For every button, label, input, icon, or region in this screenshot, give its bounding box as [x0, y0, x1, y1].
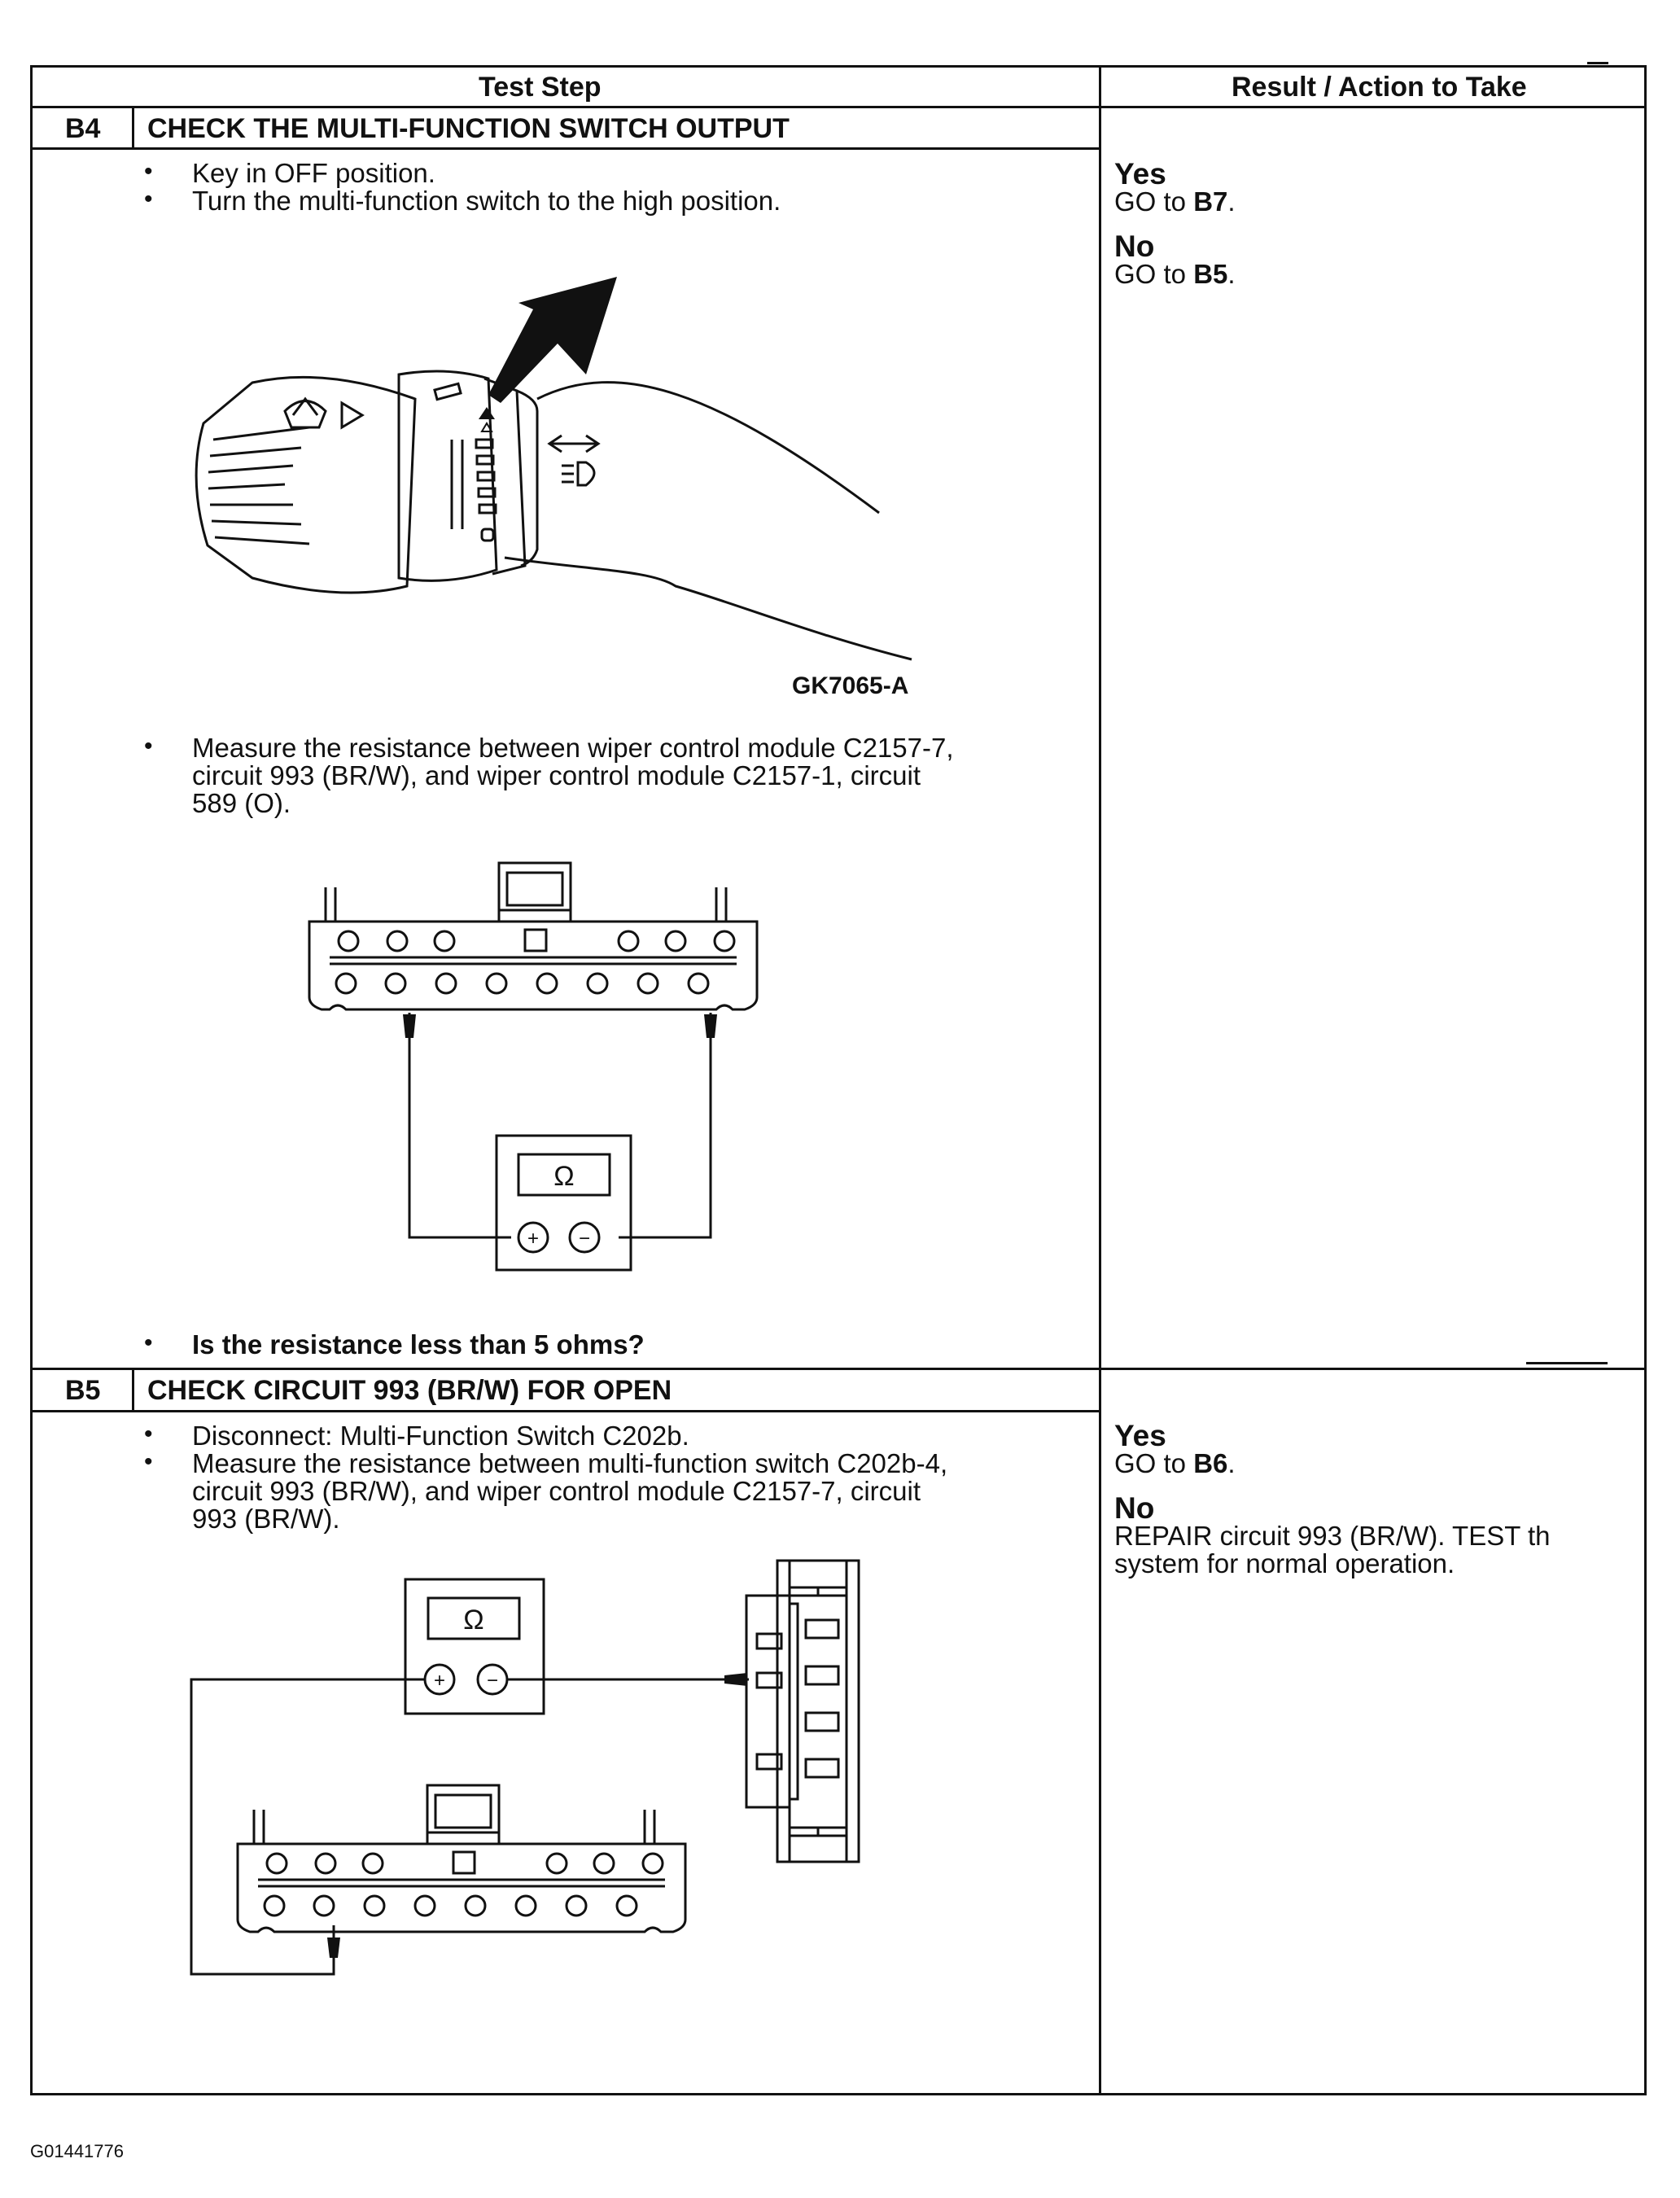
b4-figure-caption: GK7065-A: [792, 672, 909, 699]
b4-id-divider: [132, 106, 134, 149]
bullet-icon: •: [144, 186, 153, 212]
b4-yes-action: GO to B7.: [1114, 186, 1236, 217]
column-divider: [1099, 65, 1101, 2095]
b5-step-id: B5: [65, 1375, 101, 1406]
b5-no-line-2: system for normal operation.: [1114, 1548, 1455, 1578]
b4-bullet-1: Key in OFF position.: [192, 158, 435, 188]
b4-step-title: CHECK THE MULTI-FUNCTION SWITCH OUTPUT: [147, 113, 790, 144]
header-row-divider: [30, 106, 1647, 108]
multifunction-switch-illustration: [195, 277, 912, 661]
b4-question: Is the resistance less than 5 ohms?: [192, 1329, 645, 1360]
header-test-step: Test Step: [479, 72, 602, 103]
b4-step-id: B4: [65, 113, 101, 144]
footer-code: G01441776: [30, 2141, 124, 2161]
b5-no-label: No: [1114, 1491, 1155, 1525]
bullet-icon: •: [144, 733, 153, 760]
b4-measure-line-1: Measure the resistance between wiper con…: [192, 733, 954, 763]
b5-yes-label: Yes: [1114, 1419, 1166, 1452]
b5-bullet-2-line-2: circuit 993 (BR/W), and wiper control mo…: [192, 1476, 921, 1506]
b5-meter-minus: −: [487, 1670, 498, 1692]
b4-yes-label: Yes: [1114, 157, 1166, 190]
b4-bullet-2: Turn the multi-function switch to the hi…: [192, 186, 781, 216]
b4-connector-meter-diagram: Ω + −: [308, 861, 759, 1272]
b4-yes-go: GO to: [1114, 186, 1187, 217]
bullet-icon: •: [144, 1421, 153, 1447]
bullet-icon: •: [144, 158, 153, 185]
b4-measure-line-3: 589 (O).: [192, 788, 291, 818]
b4-yes-target[interactable]: B7: [1193, 186, 1228, 217]
b5-yes-action: GO to B6.: [1114, 1448, 1236, 1478]
bullet-icon: •: [144, 1448, 153, 1475]
b4-measure-line-2: circuit 993 (BR/W), and wiper control mo…: [192, 760, 921, 790]
header-result-action: Result / Action to Take: [1232, 72, 1527, 103]
b4-no-action: GO to B5.: [1114, 259, 1236, 289]
b5-id-divider: [132, 1368, 134, 1412]
b5-meter-plus: +: [434, 1670, 445, 1692]
b5-no-line-1: REPAIR circuit 993 (BR/W). TEST th: [1114, 1521, 1551, 1551]
bullet-icon: •: [144, 1329, 153, 1356]
b4-meter-minus: −: [579, 1228, 590, 1250]
scan-mark-top: [1587, 62, 1608, 64]
table-border-outer: [30, 65, 1647, 2095]
b5-bullet-1: Disconnect: Multi-Function Switch C202b.: [192, 1421, 689, 1451]
b4-title-divider: [30, 147, 1100, 150]
b5-bullet-2-line-3: 993 (BR/W).: [192, 1504, 340, 1534]
scan-mark-mid: [1526, 1362, 1608, 1364]
b4-meter-plus: +: [527, 1228, 539, 1250]
b5-yes-target[interactable]: B6: [1193, 1448, 1228, 1478]
b4-no-label: No: [1114, 230, 1155, 263]
b4-no-target[interactable]: B5: [1193, 259, 1228, 289]
b4-no-go: GO to: [1114, 259, 1187, 289]
b5-bullet-2-line-1: Measure the resistance between multi-fun…: [192, 1448, 948, 1478]
b5-connector-meter-diagram: Ω + −: [190, 1559, 860, 1976]
b4-b5-divider: [30, 1368, 1647, 1370]
b5-yes-go: GO to: [1114, 1448, 1187, 1478]
b5-step-title: CHECK CIRCUIT 993 (BR/W) FOR OPEN: [147, 1375, 672, 1406]
b4-meter-ohm-symbol: Ω: [553, 1161, 574, 1192]
b5-title-divider: [30, 1410, 1100, 1412]
b5-meter-ohm-symbol: Ω: [463, 1605, 483, 1635]
